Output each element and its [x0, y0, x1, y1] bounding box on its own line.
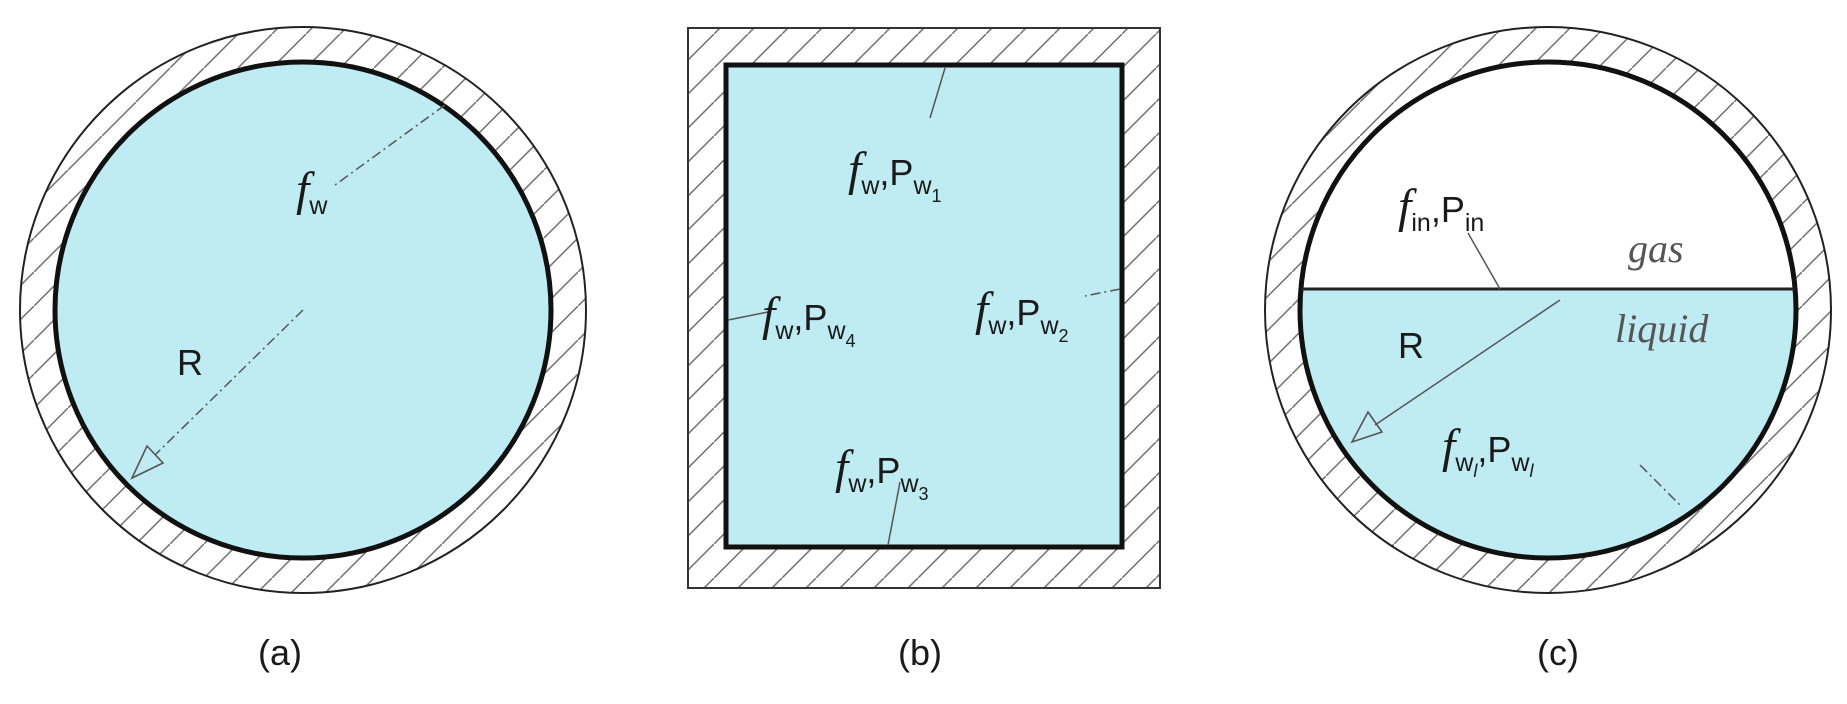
caption-c: (c): [1537, 632, 1579, 673]
label-b-wall2: fw,Pw2: [975, 283, 1069, 346]
label-c-liquid-wall: fwl,Pwl: [1442, 420, 1535, 481]
panel-b: fw,Pw1 fw,Pw4 fw,Pw2 fw,Pw3 (b): [687, 27, 1161, 673]
radius-a-label: R: [177, 342, 203, 383]
leader-a-wall: [334, 104, 446, 186]
radius-c-label: R: [1398, 325, 1424, 366]
leader-b-wall3: [887, 481, 901, 546]
pipe-c-inner-outline: [1297, 59, 1799, 561]
label-b-wall1: fw,Pw1: [848, 143, 942, 206]
pipe-c-liquid-region: [1300, 289, 1796, 558]
gas-label: gas: [1628, 226, 1684, 271]
leader-b-wall2: [1084, 288, 1121, 297]
leader-c-liquid-wall: [1639, 464, 1681, 506]
radius-a-line: [154, 309, 304, 456]
caption-a: (a): [258, 632, 302, 673]
label-a-wall: fw: [296, 163, 328, 220]
leader-b-wall1: [929, 67, 946, 119]
leader-b-wall4: [727, 311, 769, 321]
liquid-label: liquid: [1615, 306, 1709, 351]
radius-a-arrowhead: [130, 444, 165, 480]
radius-c-arrowhead: [1350, 410, 1384, 444]
panel-c: fin,Pin gas liquid R fwl,Pwl (c): [1264, 26, 1832, 673]
caption-b: (b): [898, 632, 942, 673]
pipe-c-gas-region: [1300, 62, 1796, 289]
leader-c-interface: [1467, 232, 1501, 290]
radius-c-line: [1374, 299, 1561, 426]
duct-b-fluid: [723, 62, 1125, 550]
panel-a: fw R (a): [19, 26, 587, 673]
